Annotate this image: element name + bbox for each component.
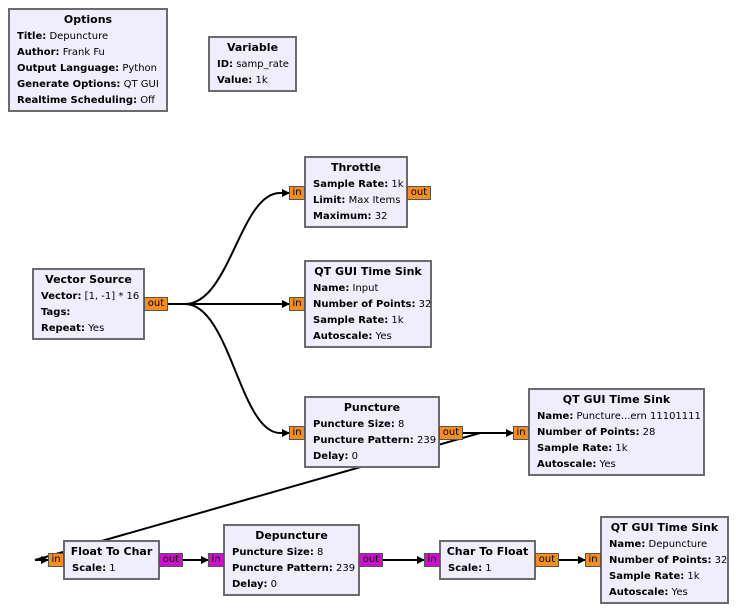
param-autoscale: Autoscale: Yes — [609, 587, 688, 598]
throttle-block[interactable]: Throttle Sample Rate: 1k Limit: Max Item… — [304, 156, 408, 228]
param-sample-rate: Sample Rate: 1k — [537, 443, 628, 454]
wire-puncture-to-float-to-char[interactable] — [34, 432, 481, 564]
param-number-of-points: Number of Points: 32 — [313, 299, 432, 310]
depuncture-out-port[interactable]: out — [359, 553, 383, 567]
param-name: Name: Input — [313, 283, 379, 294]
time-sink-input-in-port[interactable]: in — [289, 297, 305, 311]
param-maximum: Maximum: 32 — [313, 211, 388, 222]
char-to-float-in-port[interactable]: in — [424, 553, 440, 567]
param-value: Value: 1k — [217, 75, 268, 86]
depuncture-in-port[interactable]: in — [208, 553, 224, 567]
block-title: Vector Source — [45, 273, 132, 286]
float-to-char-in-port[interactable]: in — [48, 553, 64, 567]
block-title: Float To Char — [70, 545, 153, 558]
block-title: QT GUI Time Sink — [562, 393, 671, 406]
block-title: Char To Float — [446, 545, 529, 558]
param-scale: Scale: 1 — [72, 563, 116, 574]
param-puncture-size: Puncture Size: 8 — [313, 419, 405, 430]
param-autoscale: Autoscale: Yes — [313, 331, 392, 342]
param-name: Name: Puncture...ern 11101111 — [537, 411, 701, 422]
param-delay: Delay: 0 — [232, 579, 278, 590]
time-sink-puncture-block[interactable]: QT GUI Time Sink Name: Puncture...ern 11… — [528, 388, 705, 476]
param-author: Author: Frank Fu — [17, 47, 105, 58]
param-id: ID: samp_rate — [217, 59, 289, 70]
time-sink-puncture-in-port[interactable]: in — [513, 426, 529, 440]
time-sink-input-block[interactable]: QT GUI Time Sink Name: Input Number of P… — [304, 260, 432, 348]
param-sample-rate: Sample Rate: 1k — [609, 571, 700, 582]
char-to-float-block[interactable]: Char To Float Scale: 1 — [439, 540, 536, 580]
block-title: Throttle — [330, 161, 382, 174]
block-title: QT GUI Time Sink — [314, 265, 422, 278]
depuncture-block[interactable]: Depuncture Puncture Size: 8 Puncture Pat… — [223, 524, 360, 596]
param-delay: Delay: 0 — [313, 451, 359, 462]
wire-vector-source-to-throttle[interactable] — [167, 189, 290, 305]
time-sink-depuncture-block[interactable]: QT GUI Time Sink Name: Depuncture Number… — [600, 516, 729, 604]
float-to-char-out-port[interactable]: out — [159, 553, 183, 567]
throttle-in-port[interactable]: in — [289, 186, 305, 200]
block-title: Puncture — [343, 401, 401, 414]
param-output-language: Output Language: Python — [17, 63, 158, 74]
param-scale: Scale: 1 — [448, 563, 492, 574]
param-number-of-points: Number of Points: 32 — [609, 555, 728, 566]
wire-vector-source-to-puncture[interactable] — [167, 303, 290, 437]
options-block[interactable]: Options Title: Depuncture Author: Frank … — [8, 8, 168, 112]
char-to-float-out-port[interactable]: out — [535, 553, 559, 567]
param-generate-options: Generate Options: QT GUI — [17, 79, 159, 90]
param-puncture-pattern: Puncture Pattern: 239 — [313, 435, 437, 446]
param-name: Name: Depuncture — [609, 539, 708, 550]
vector-source-block[interactable]: Vector Source Vector: [1, -1] * 16 Tags:… — [32, 268, 145, 340]
param-vector: Vector: [1, -1] * 16 — [41, 291, 140, 302]
param-number-of-points: Number of Points: 28 — [537, 427, 656, 438]
puncture-block[interactable]: Puncture Puncture Size: 8 Puncture Patte… — [304, 396, 440, 468]
param-puncture-pattern: Puncture Pattern: 239 — [232, 563, 356, 574]
block-title: Variable — [226, 41, 279, 54]
param-sample-rate: Sample Rate: 1k — [313, 179, 404, 190]
param-realtime-scheduling: Realtime Scheduling: Off — [17, 95, 155, 106]
time-sink-depuncture-in-port[interactable]: in — [585, 553, 601, 567]
param-autoscale: Autoscale: Yes — [537, 459, 616, 470]
param-limit: Limit: Max Items — [313, 195, 401, 206]
block-title: Options — [63, 13, 113, 26]
block-title: QT GUI Time Sink — [610, 521, 719, 534]
vector-source-out-port[interactable]: out — [144, 297, 168, 311]
param-puncture-size: Puncture Size: 8 — [232, 547, 324, 558]
param-sample-rate: Sample Rate: 1k — [313, 315, 404, 326]
variable-block[interactable]: Variable ID: samp_rate Value: 1k — [208, 36, 297, 92]
param-tags: Tags: — [41, 307, 71, 318]
block-title: Depuncture — [255, 529, 328, 542]
throttle-out-port[interactable]: out — [407, 186, 431, 200]
float-to-char-block[interactable]: Float To Char Scale: 1 — [63, 540, 160, 580]
puncture-in-port[interactable]: in — [289, 426, 305, 440]
param-title: Title: Depuncture — [17, 31, 109, 42]
param-repeat: Repeat: Yes — [41, 323, 105, 334]
puncture-out-port[interactable]: out — [439, 426, 463, 440]
